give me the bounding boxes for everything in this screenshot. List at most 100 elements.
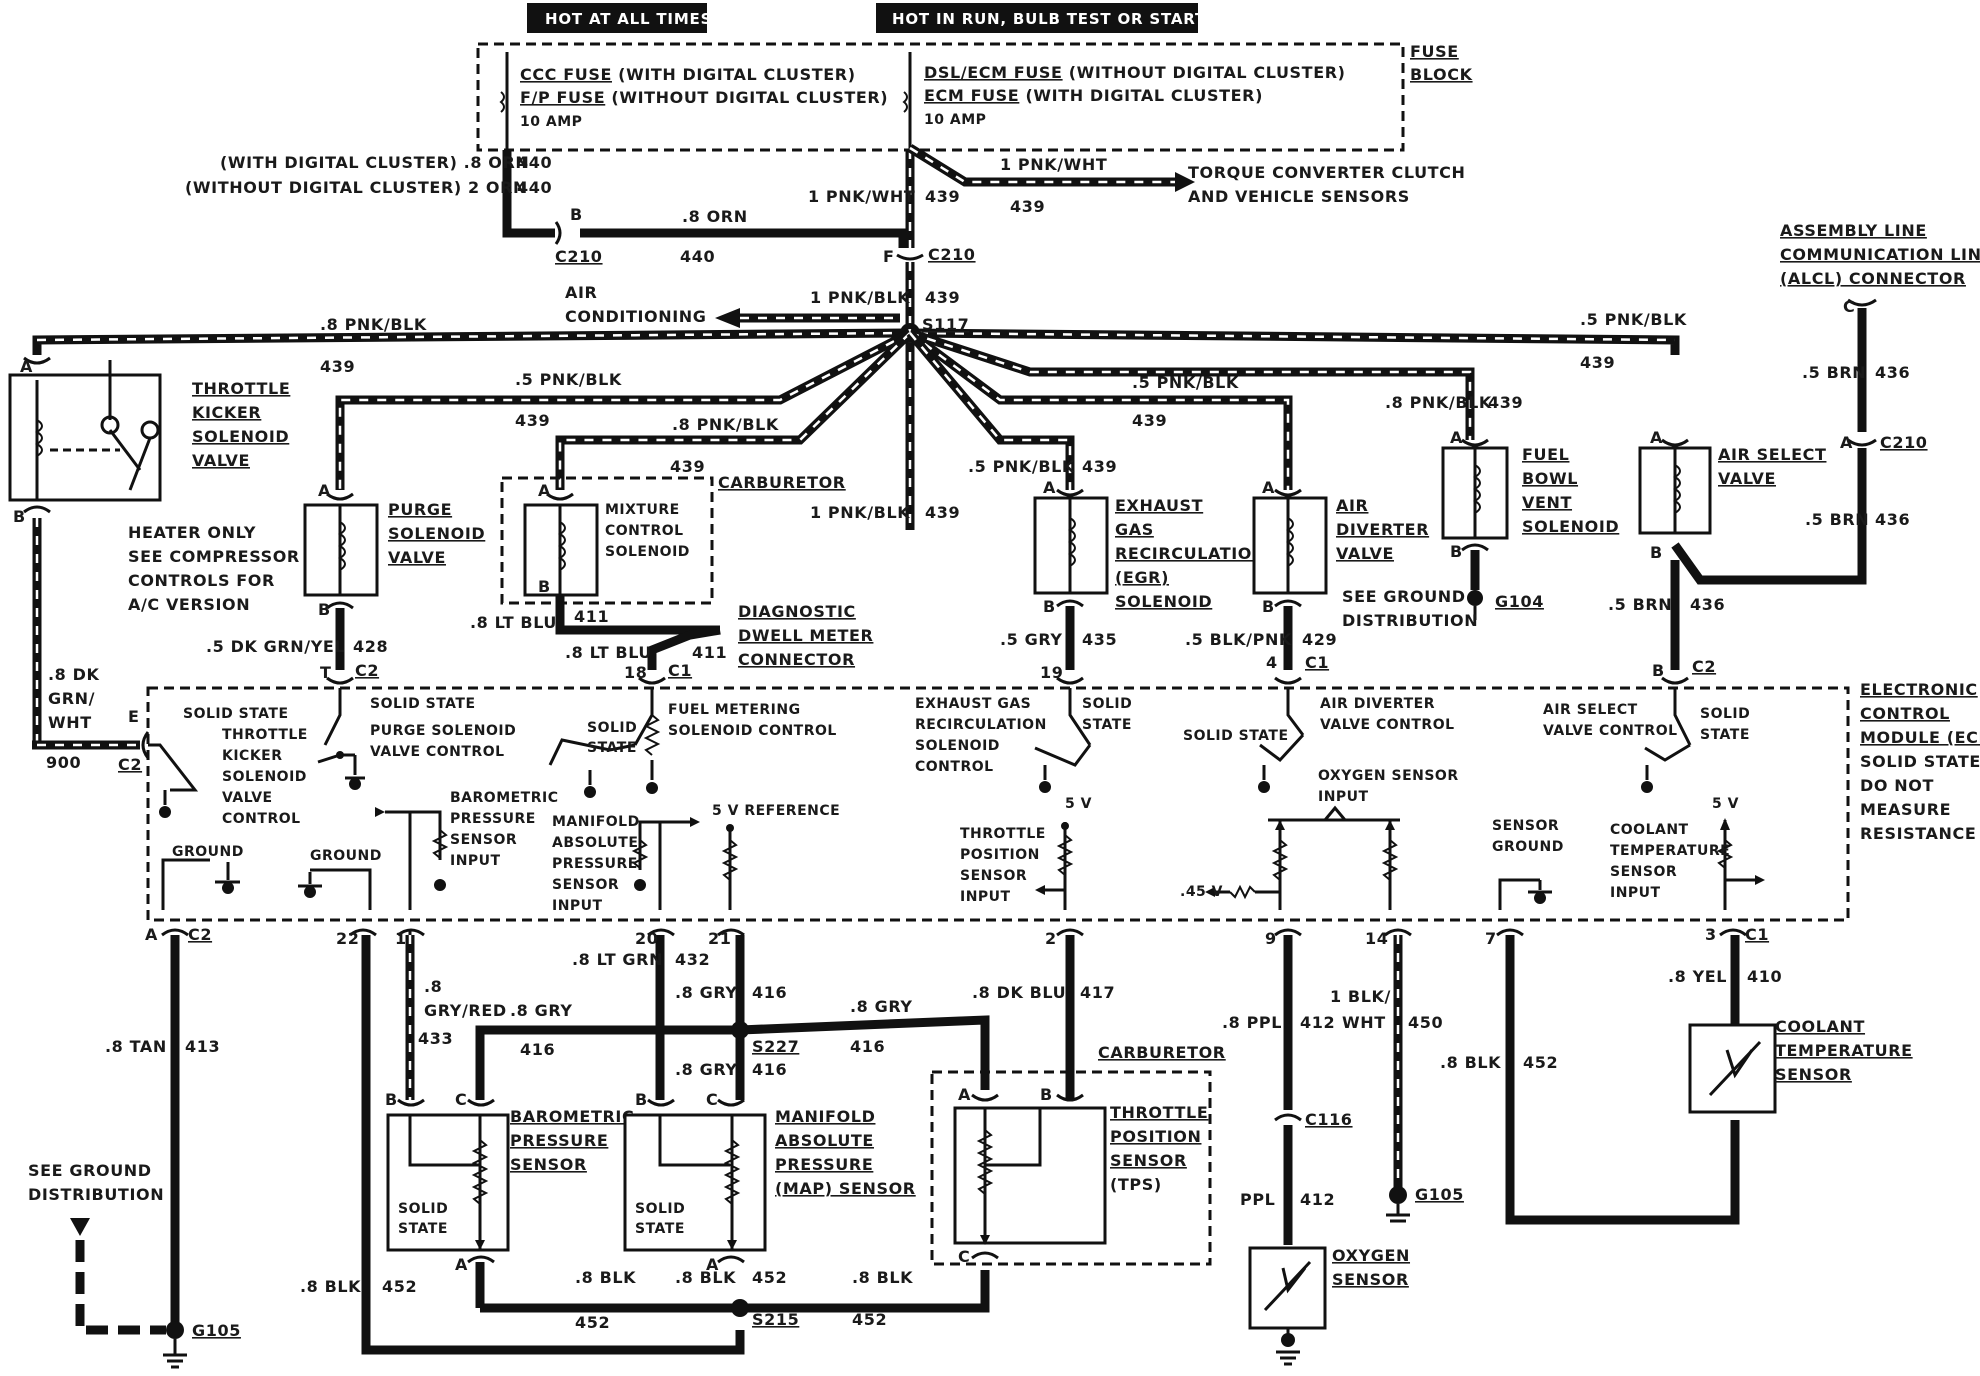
coolant-temperature-sensor: COOLANT TEMPERATURE SENSOR bbox=[1688, 1017, 1912, 1114]
svg-text:435: 435 bbox=[1082, 630, 1117, 649]
svg-text:STATE: STATE bbox=[587, 740, 637, 756]
svg-text:AIR DIVERTER: AIR DIVERTER bbox=[1320, 696, 1435, 712]
wire-436 bbox=[1670, 298, 1877, 670]
svg-text:439: 439 bbox=[925, 288, 960, 307]
svg-text:SOLID: SOLID bbox=[587, 720, 637, 736]
svg-text:G105: G105 bbox=[192, 1321, 241, 1340]
svg-text:VALVE: VALVE bbox=[1336, 544, 1394, 563]
svg-text:417: 417 bbox=[1080, 983, 1115, 1002]
oxygen-sensor: OXYGEN SENSOR bbox=[1248, 1246, 1409, 1366]
wire-413 bbox=[70, 928, 189, 1369]
svg-text:1 BLK/: 1 BLK/ bbox=[1330, 987, 1391, 1006]
svg-text:(MAP) SENSOR: (MAP) SENSOR bbox=[775, 1179, 916, 1198]
svg-text:SOLID STATE: SOLID STATE bbox=[183, 706, 289, 722]
svg-text:439: 439 bbox=[1488, 393, 1523, 412]
svg-text:428: 428 bbox=[353, 637, 388, 656]
svg-text:.8 BLK: .8 BLK bbox=[300, 1277, 361, 1296]
svg-text:.8 BLK: .8 BLK bbox=[675, 1268, 736, 1287]
svg-text:SENSOR: SENSOR bbox=[552, 877, 619, 893]
svg-text:452: 452 bbox=[852, 1310, 887, 1329]
svg-text:B: B bbox=[1650, 543, 1663, 562]
svg-text:BLOCK: BLOCK bbox=[1410, 65, 1473, 84]
svg-text:DISTRIBUTION: DISTRIBUTION bbox=[28, 1185, 164, 1204]
map-sensor: B C A SOLID STATE MANIFOLD ABSOLUTE PRES… bbox=[623, 1090, 916, 1274]
svg-text:C210: C210 bbox=[1880, 433, 1928, 452]
svg-text:AIR: AIR bbox=[565, 283, 597, 302]
svg-text:AND VEHICLE SENSORS: AND VEHICLE SENSORS bbox=[1188, 187, 1410, 206]
svg-text:ABSOLUTE: ABSOLUTE bbox=[552, 835, 638, 851]
svg-text:A: A bbox=[1840, 433, 1853, 452]
svg-text:INPUT: INPUT bbox=[552, 898, 603, 914]
svg-text:AIR SELECT: AIR SELECT bbox=[1718, 445, 1826, 464]
svg-text:RECIRCULATION: RECIRCULATION bbox=[915, 717, 1047, 733]
svg-text:WHT: WHT bbox=[1342, 1013, 1386, 1032]
svg-text:C: C bbox=[958, 1247, 970, 1266]
svg-text:439: 439 bbox=[515, 411, 550, 430]
svg-text:AIR: AIR bbox=[1336, 496, 1368, 515]
svg-text:THROTTLE: THROTTLE bbox=[1110, 1103, 1208, 1122]
svg-text:RESISTANCE: RESISTANCE bbox=[1860, 824, 1976, 843]
svg-text:ECM FUSE (WITH DIGITAL CLUSTER: ECM FUSE (WITH DIGITAL CLUSTER) bbox=[924, 86, 1263, 105]
svg-text:CONTROL: CONTROL bbox=[222, 811, 301, 827]
wire-air-conditioning bbox=[715, 308, 900, 328]
barometric-pressure-sensor: B C A SOLID STATE BAROMETRIC PRESSURE SE… bbox=[385, 1090, 990, 1317]
svg-text:22: 22 bbox=[336, 929, 359, 948]
svg-text:CONTROL: CONTROL bbox=[915, 759, 994, 775]
svg-text:TORQUE CONVERTER CLUTCH: TORQUE CONVERTER CLUTCH bbox=[1188, 163, 1466, 182]
svg-text:OXYGEN SENSOR: OXYGEN SENSOR bbox=[1318, 768, 1459, 784]
svg-text:A: A bbox=[455, 1255, 468, 1274]
svg-text:20: 20 bbox=[635, 929, 658, 948]
svg-text:.45 V: .45 V bbox=[1180, 884, 1223, 900]
svg-text:SENSOR: SENSOR bbox=[1610, 864, 1677, 880]
svg-text:A: A bbox=[1262, 478, 1275, 497]
ecm-lower-internals bbox=[161, 805, 1765, 910]
svg-text:10 AMP: 10 AMP bbox=[520, 114, 582, 130]
svg-text:10 AMP: 10 AMP bbox=[924, 112, 986, 128]
svg-text:PRESSURE: PRESSURE bbox=[510, 1131, 608, 1150]
svg-text:VENT: VENT bbox=[1522, 493, 1572, 512]
svg-text:9: 9 bbox=[1265, 929, 1277, 948]
svg-text:PRESSURE: PRESSURE bbox=[450, 811, 536, 827]
svg-text:439: 439 bbox=[1010, 197, 1045, 216]
svg-text:.5 PNK/BLK: .5 PNK/BLK bbox=[1132, 373, 1239, 392]
svg-text:5 V: 5 V bbox=[1712, 796, 1739, 812]
air-diverter-valve: A B AIR DIVERTER VALVE bbox=[1252, 478, 1429, 670]
svg-text:SOLENOID: SOLENOID bbox=[222, 769, 307, 785]
svg-text:VALVE: VALVE bbox=[192, 451, 250, 470]
svg-text:19: 19 bbox=[1040, 663, 1063, 682]
fuse-block: FUSE BLOCK CCC FUSE (WITH DIGITAL CLUSTE… bbox=[476, 42, 1473, 152]
svg-text:ABSOLUTE: ABSOLUTE bbox=[775, 1131, 874, 1150]
svg-text:MEASURE: MEASURE bbox=[1860, 800, 1951, 819]
svg-text:CARBURETOR: CARBURETOR bbox=[718, 473, 846, 492]
svg-text:SOLID STATE:: SOLID STATE: bbox=[1860, 752, 1980, 771]
svg-text:S117: S117 bbox=[922, 315, 969, 334]
svg-text:.8 PNK/BLK: .8 PNK/BLK bbox=[320, 315, 427, 334]
egr-solenoid: A B EXHAUST GAS RECIRCULATION (EGR) SOLE… bbox=[1033, 478, 1265, 670]
svg-text:21: 21 bbox=[708, 929, 731, 948]
svg-text:INPUT: INPUT bbox=[1318, 789, 1369, 805]
svg-text:411: 411 bbox=[692, 643, 727, 662]
svg-text:A: A bbox=[145, 925, 158, 944]
wire-433 bbox=[397, 928, 425, 1100]
svg-text:436: 436 bbox=[1875, 510, 1910, 529]
svg-text:C2: C2 bbox=[355, 661, 379, 680]
svg-text:C210: C210 bbox=[928, 245, 976, 264]
svg-text:C1: C1 bbox=[1305, 653, 1329, 672]
svg-text:B: B bbox=[13, 507, 26, 526]
svg-text:GROUND: GROUND bbox=[172, 844, 244, 860]
wire-bus-439 bbox=[32, 323, 1680, 355]
svg-text:SOLID: SOLID bbox=[1700, 706, 1750, 722]
svg-text:SEE GROUND: SEE GROUND bbox=[1342, 587, 1466, 606]
svg-text:439: 439 bbox=[670, 457, 705, 476]
svg-text:.8 PNK/BLK: .8 PNK/BLK bbox=[672, 415, 779, 434]
svg-text:B: B bbox=[1040, 1085, 1053, 1104]
labels-top: (WITH DIGITAL CLUSTER) .8 ORN (WITHOUT D… bbox=[46, 153, 1980, 772]
svg-text:KICKER: KICKER bbox=[192, 403, 261, 422]
svg-text:.5 PNK/BLK: .5 PNK/BLK bbox=[515, 370, 622, 389]
svg-text:.8 BLK: .8 BLK bbox=[1440, 1053, 1501, 1072]
svg-text:E: E bbox=[128, 707, 140, 726]
svg-text:432: 432 bbox=[675, 950, 710, 969]
svg-text:452: 452 bbox=[575, 1313, 610, 1332]
svg-text:GROUND: GROUND bbox=[310, 848, 382, 864]
svg-text:GROUND: GROUND bbox=[1492, 839, 1564, 855]
